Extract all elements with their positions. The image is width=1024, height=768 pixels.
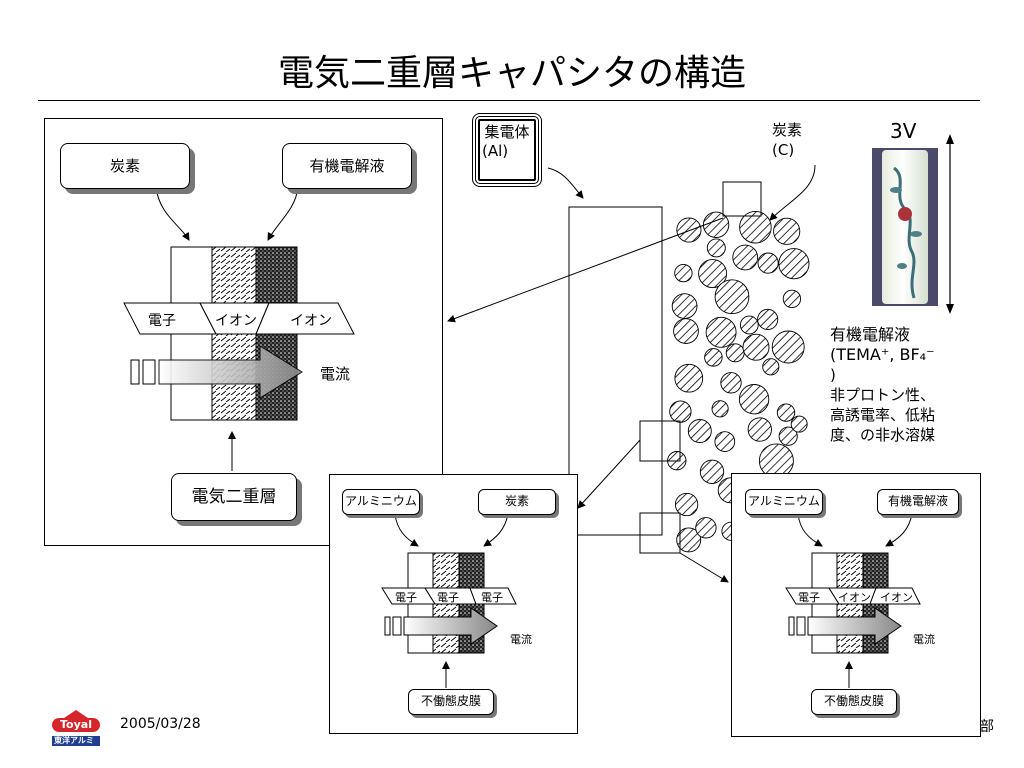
- carbon-particle: [705, 316, 737, 348]
- electrolyte-info: 有機電解液 (TEMA⁺, BF₄⁻ ) 非プロトン性、 高誘電率、低粘 度、の…: [830, 325, 935, 445]
- carbon-label-symbol: (C): [772, 141, 795, 159]
- capacitor-photo: [872, 148, 938, 306]
- zoom-box-low: [639, 512, 681, 554]
- carbon-particle: [732, 244, 759, 271]
- carbon-particle: [676, 217, 702, 243]
- carbon-particle: [790, 415, 808, 433]
- carbon-particle: [698, 259, 728, 289]
- electrolyte-info-line5: 高誘電率、低粘: [830, 406, 936, 424]
- main-double-layer-label: 電気二重層: [191, 487, 277, 507]
- electrolyte-info-line6: 度、の非水溶媒: [830, 426, 936, 444]
- carbon-particle: [776, 403, 796, 422]
- main-electrolyte-label: 有機電解液: [309, 157, 385, 175]
- right-aluminum-label: アルミニウム: [748, 494, 820, 508]
- carbon-particle: [782, 289, 802, 309]
- carbon-particle: [714, 279, 750, 315]
- footer-partial-text: 部: [980, 719, 994, 735]
- carbon-particle: [674, 492, 699, 517]
- left-aluminum-callout: アルミニウム: [342, 489, 420, 515]
- zoom-arrow-right: [679, 552, 729, 583]
- collector-plate: [568, 206, 663, 536]
- main-ion-tag-1: イオン: [215, 313, 257, 329]
- electrolyte-info-line4: 非プロトン性、: [830, 386, 936, 404]
- zoom-arrow-left: [577, 439, 641, 509]
- carbon-particle: [699, 459, 725, 484]
- carbon-particle: [771, 330, 805, 364]
- carbon-particle: [778, 426, 798, 446]
- left-aluminum-label: アルミニウム: [345, 494, 417, 508]
- carbon-particle: [757, 308, 779, 330]
- carbon-particle: [742, 333, 770, 361]
- left-passive-film-callout: 不働態皮膜: [408, 689, 494, 715]
- left-passive-film-label: 不働態皮膜: [420, 694, 481, 708]
- main-ion-tag-2: イオン: [290, 313, 332, 329]
- main-carbon-label: 炭素: [109, 157, 140, 175]
- carbon-particle: [739, 210, 772, 244]
- logo-brand: Toyal: [60, 718, 92, 731]
- carbon-particle: [720, 372, 742, 394]
- carbon-particle: [738, 384, 770, 415]
- main-electron-tag: 電子: [148, 313, 176, 329]
- right-electron-tag: 電子: [798, 591, 820, 604]
- carbon-particle: [762, 358, 780, 376]
- collector-label: 集電体: [484, 123, 530, 141]
- electrolyte-info-title: 有機電解液: [830, 325, 911, 344]
- electrolyte-info-ions: (TEMA⁺, BF₄⁻: [830, 345, 935, 364]
- carbon-particle: [714, 431, 736, 452]
- voltage-label: 3V: [890, 119, 917, 143]
- left-current-label: 電流: [510, 633, 532, 646]
- zoom-arrow-main: [447, 217, 724, 323]
- left-electron-tag-3: 電子: [481, 591, 503, 604]
- main-electrolyte-callout: 有機電解液: [282, 143, 412, 189]
- main-current-label: 電流: [320, 365, 351, 383]
- page-title: 電気二重層キャパシタの構造: [277, 53, 746, 94]
- left-carbon-callout: 炭素: [478, 489, 556, 515]
- carbon-particle: [711, 400, 729, 418]
- collector-material: (Al): [482, 142, 509, 160]
- carbon-particle: [673, 318, 699, 344]
- carbon-particle: [739, 315, 759, 335]
- carbon-particle: [674, 263, 693, 283]
- carbon-arrow: [769, 164, 816, 221]
- right-electrolyte-label: 有機電解液: [887, 494, 948, 508]
- electrolyte-info-paren: ): [830, 366, 836, 384]
- collector-arrow: [547, 167, 584, 199]
- carbon-particle: [747, 417, 772, 442]
- right-ion-tag-2: イオン: [880, 591, 913, 604]
- title-divider: [38, 100, 980, 101]
- carbon-particle: [687, 419, 712, 443]
- company-logo: Toyal 東洋アルミ: [48, 708, 104, 748]
- right-passive-film-callout: 不働態皮膜: [811, 689, 897, 715]
- collector-callout: 集電体 (Al): [472, 113, 542, 187]
- carbon-particle: [778, 248, 810, 280]
- right-aluminum-callout: アルミニウム: [745, 489, 823, 515]
- carbon-particle: [706, 238, 726, 258]
- right-current-label: 電流: [913, 633, 935, 646]
- carbon-particle: [674, 363, 704, 393]
- left-carbon-label: 炭素: [504, 494, 529, 508]
- carbon-label: 炭素 (C): [772, 120, 802, 160]
- carbon-particle: [704, 348, 723, 367]
- carbon-label-name: 炭素: [772, 121, 803, 139]
- zoom-box-top: [722, 181, 762, 217]
- right-passive-film-label: 不働態皮膜: [823, 694, 884, 708]
- main-double-layer-callout: 電気二重層: [171, 473, 297, 521]
- carbon-particle: [676, 527, 702, 553]
- footer-date: 2005/03/28: [120, 716, 201, 732]
- zoom-box-mid: [639, 420, 681, 462]
- carbon-particle: [757, 252, 779, 274]
- logo-company: 東洋アルミ: [54, 736, 94, 745]
- right-electrolyte-callout: 有機電解液: [877, 489, 959, 515]
- right-ion-tag-1: イオン: [838, 591, 871, 604]
- carbon-particle: [773, 217, 801, 245]
- left-electron-tag-2: 電子: [437, 591, 459, 604]
- left-electron-tag-1: 電子: [395, 591, 417, 604]
- main-carbon-callout: 炭素: [60, 143, 190, 189]
- carbon-particle: [695, 517, 717, 539]
